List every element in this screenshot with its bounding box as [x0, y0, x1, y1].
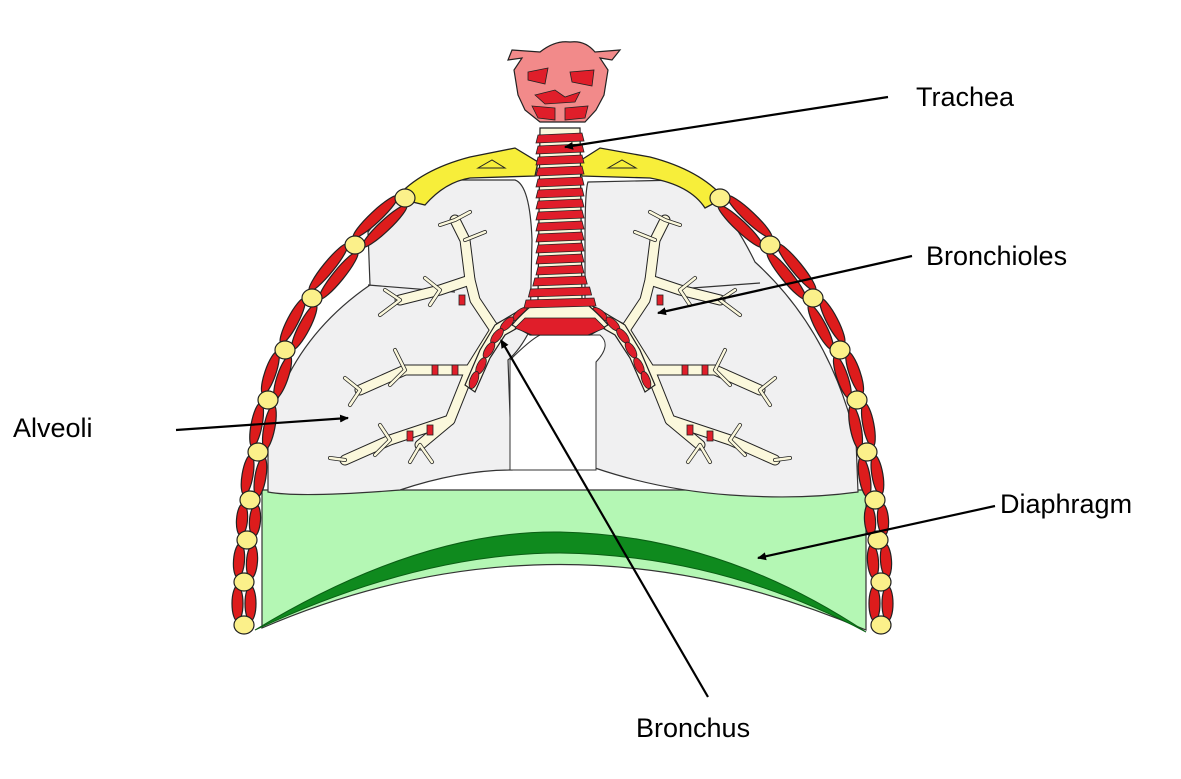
- trachea-ring: [535, 220, 585, 232]
- trachea-ring: [535, 209, 585, 221]
- thoracic-base: [261, 489, 867, 631]
- trachea-ring: [535, 165, 585, 177]
- trachea-ring: [532, 275, 588, 287]
- trachea-ring: [535, 253, 585, 265]
- label-alveoli: Alveoli: [13, 413, 93, 443]
- leader-lines: [175, 95, 996, 698]
- label-bronchus: Bronchus: [636, 713, 751, 743]
- bronchus-ring: [640, 371, 652, 389]
- rib-joint: [239, 490, 261, 510]
- bronchiole-ring: [681, 364, 689, 376]
- trachea-ring: [535, 198, 585, 210]
- bronchiole-ring: [406, 430, 414, 442]
- bronchiole-ring: [706, 430, 714, 442]
- bronchus-leader: [500, 339, 709, 698]
- rib-joint: [236, 530, 258, 550]
- bronchiole-ring: [458, 294, 466, 306]
- rib-joint: [301, 288, 323, 308]
- rib-joint: [846, 390, 868, 410]
- rib-joint: [802, 288, 824, 308]
- left-rib-cage: [231, 188, 416, 635]
- rib-joint: [870, 615, 892, 635]
- bronchiole-ring: [686, 424, 694, 436]
- rib-joint: [247, 442, 269, 462]
- bronchiole-ring: [656, 294, 664, 306]
- rib-joint: [344, 235, 366, 255]
- rib-joint: [870, 572, 892, 592]
- mediastinum: [509, 334, 606, 471]
- trachea-ring: [535, 242, 585, 254]
- bronchus-ring: [468, 371, 480, 389]
- rib-joint: [709, 188, 731, 208]
- trachea-leader: [564, 95, 889, 150]
- bronchioles-leader: [657, 254, 913, 316]
- bronchiole-ring: [431, 364, 439, 376]
- trachea-ring: [527, 286, 593, 298]
- alveoli-leader: [175, 414, 349, 432]
- trachea-ring: [535, 176, 585, 188]
- label-bronchioles: Bronchioles: [926, 241, 1068, 271]
- trachea-ring: [535, 187, 585, 199]
- bronchiole-ring: [426, 424, 434, 436]
- trachea: [511, 127, 609, 336]
- label-trachea: Trachea: [916, 82, 1015, 112]
- trachea-ring: [535, 264, 585, 276]
- rib-joint: [394, 188, 416, 208]
- bronchiole-ring: [451, 364, 459, 376]
- trachea-ring: [535, 231, 585, 243]
- diaphragm-muscle: [254, 531, 867, 633]
- rib-joint: [274, 340, 296, 360]
- rib-joint: [233, 572, 255, 592]
- rib-joint: [864, 490, 886, 510]
- rib-joint: [856, 442, 878, 462]
- diaphragm-leader: [757, 504, 996, 561]
- trachea-ring: [535, 154, 585, 166]
- rib-joint: [829, 340, 851, 360]
- bronchiole-ring: [701, 364, 709, 376]
- rib-joint: [257, 390, 279, 410]
- label-diaphragm: Diaphragm: [1000, 489, 1133, 519]
- larynx: [507, 41, 622, 123]
- trachea-ring: [535, 132, 585, 144]
- left-clavicle: [394, 147, 539, 206]
- carina-ring: [514, 317, 606, 336]
- rib-joint: [233, 615, 255, 635]
- trachea-ring: [523, 297, 597, 309]
- rib-joint: [759, 235, 781, 255]
